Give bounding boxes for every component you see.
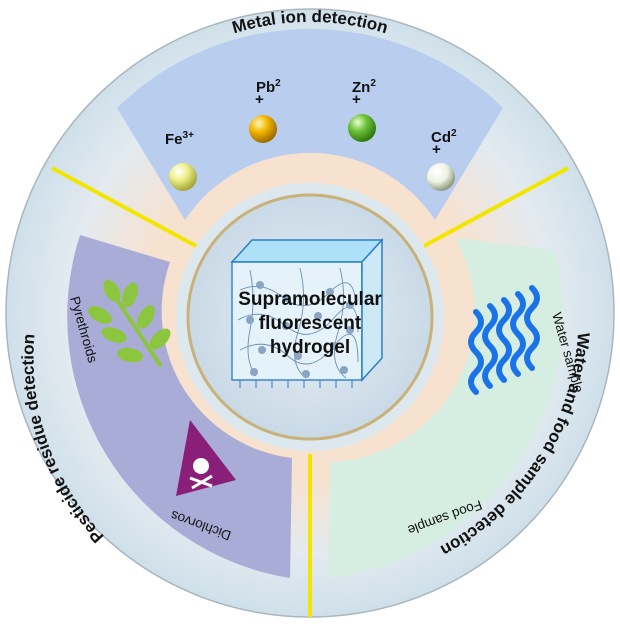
svg-text:+: + bbox=[432, 141, 441, 158]
center-line1: Supramolecular bbox=[238, 289, 382, 310]
svg-text:Pb2: Pb2 bbox=[256, 78, 281, 96]
ion-zn: Zn2 + bbox=[348, 78, 376, 142]
hazard-icon bbox=[176, 420, 236, 496]
divider-right bbox=[423, 166, 569, 248]
left-panel bbox=[67, 235, 293, 578]
pb-sphere-icon bbox=[249, 115, 277, 143]
ion-pb: Pb2 + bbox=[249, 78, 281, 143]
svg-text:+: + bbox=[255, 91, 264, 108]
cd-sphere-icon bbox=[427, 163, 455, 191]
top-panel bbox=[117, 28, 503, 220]
svg-text:Zn2: Zn2 bbox=[352, 78, 376, 96]
svg-text:Fe3+: Fe3+ bbox=[165, 130, 194, 148]
center-line2: fluorescent bbox=[259, 313, 362, 334]
center-line3: hydrogel bbox=[270, 337, 350, 358]
ion-fe: Fe3+ bbox=[165, 130, 197, 191]
svg-text:Cd2: Cd2 bbox=[431, 128, 457, 146]
leaf-icon bbox=[88, 280, 171, 367]
fe-sphere-icon bbox=[169, 163, 197, 191]
zn-sphere-icon bbox=[348, 114, 376, 142]
ion-cd: Cd2 + bbox=[427, 128, 457, 191]
svg-text:+: + bbox=[352, 91, 361, 108]
hydrogel-cube-icon bbox=[230, 238, 384, 388]
water-waves-icon bbox=[468, 285, 540, 395]
divider-left bbox=[51, 166, 197, 248]
